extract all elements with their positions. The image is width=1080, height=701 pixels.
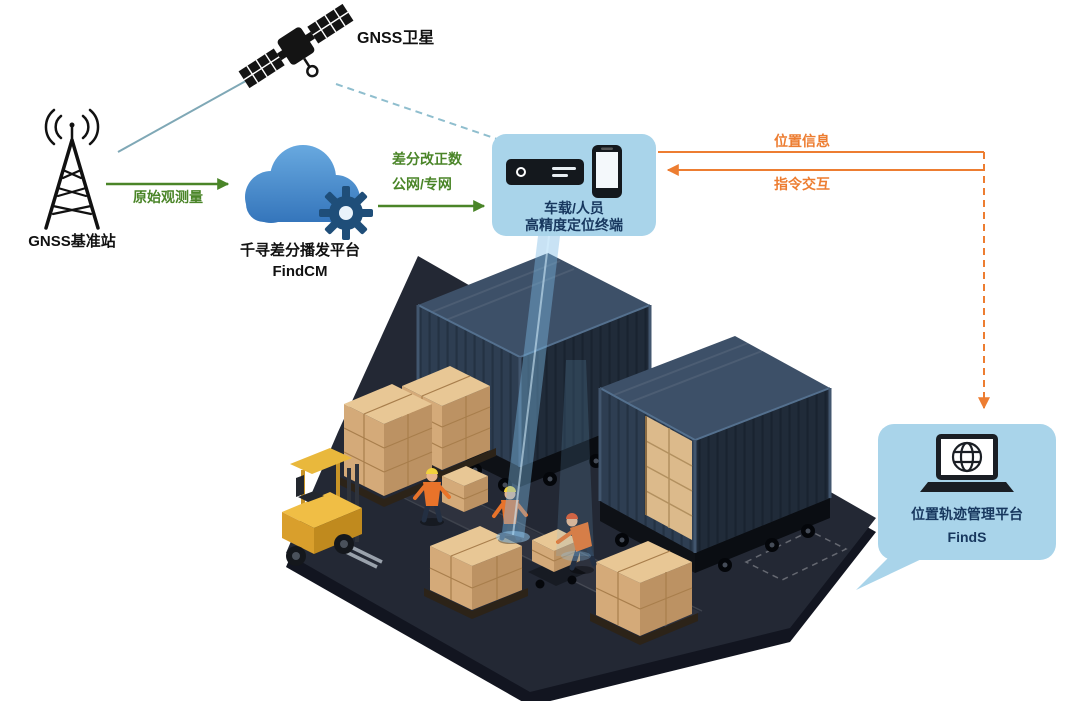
satellite-icon: [238, 3, 354, 89]
gear-icon: [319, 186, 373, 240]
management-platform-label: 位置轨迹管理平台: [911, 506, 1023, 522]
pallet-stack: [424, 526, 528, 619]
cloud-platform-label: 千寻差分播发平台: [239, 242, 360, 259]
signal-waves-icon: [44, 108, 100, 146]
cloud-platform-product-label: FindCM: [272, 263, 328, 280]
satellite-terminal-link: [335, 83, 501, 141]
satellite-label: GNSS卫星: [357, 30, 435, 47]
finds-bubble: [856, 424, 1056, 590]
smartphone-icon: [592, 145, 622, 198]
pallet-stack: [338, 384, 438, 507]
base-station-label: GNSS基准站: [28, 233, 116, 250]
satellite-basestation-link: [117, 71, 263, 153]
laptop-icon: [920, 434, 1014, 492]
box: [441, 466, 489, 512]
worker: [556, 513, 597, 574]
pallet-stack: [590, 541, 698, 645]
ground-marking: [744, 530, 848, 581]
worker: [413, 468, 451, 526]
forklift: [282, 448, 383, 569]
management-platform-product-label: FindS: [947, 529, 987, 545]
base-station-icon: [44, 108, 100, 230]
signal-beam: [496, 235, 560, 543]
signal-beam-secondary: [556, 360, 594, 561]
command-interaction-label: 指令交互: [774, 176, 830, 192]
terminal-label-line2: 高精度定位终端: [525, 217, 623, 233]
correction-data-label: 差分改正数: [392, 151, 462, 167]
globe-icon: [951, 441, 983, 473]
terminal-label-line1: 车载/人员: [544, 200, 604, 216]
warehouse-scene: [282, 253, 876, 701]
raw-observation-label: 原始观测量: [133, 189, 203, 205]
position-info-label: 位置信息: [774, 133, 830, 149]
vehicle-terminal-icon: [506, 159, 584, 185]
network-label: 公网/专网: [392, 176, 452, 192]
